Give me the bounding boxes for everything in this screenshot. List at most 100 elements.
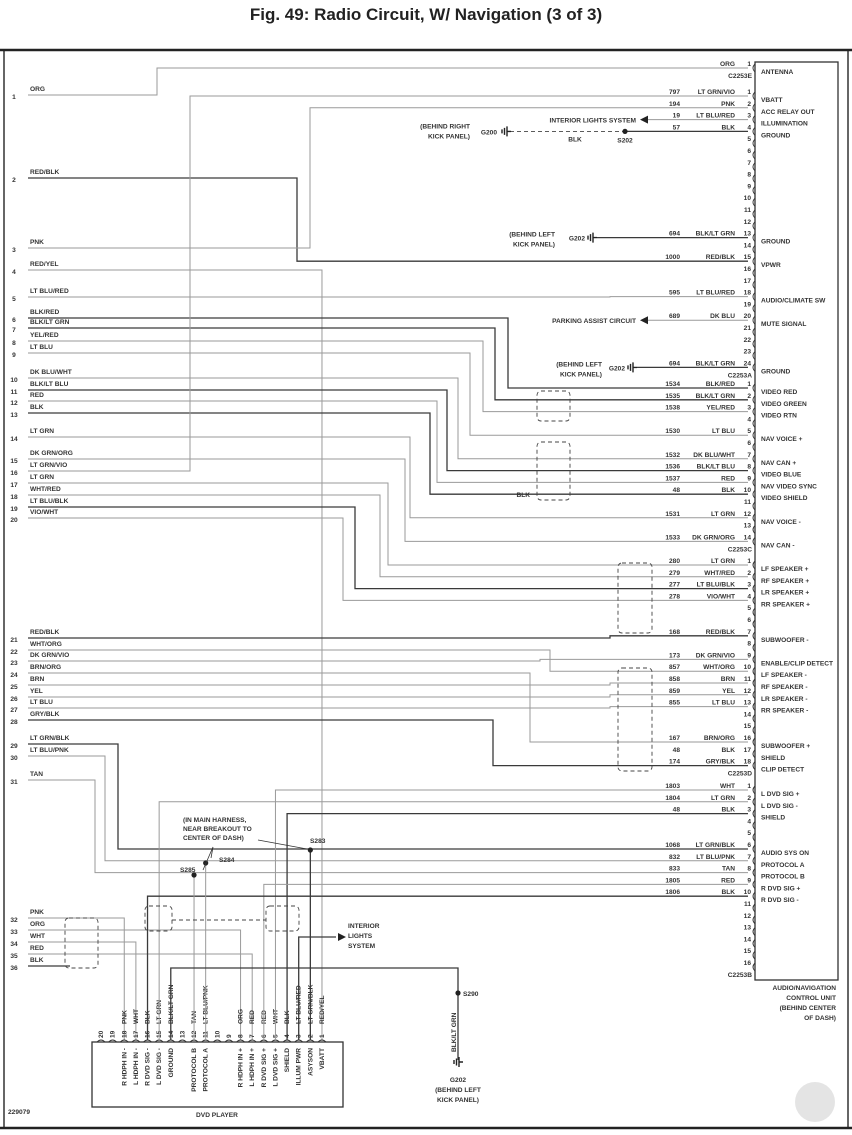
- wire-color: LT BLU/BLK: [697, 582, 736, 589]
- pin-terminal-icon: [752, 868, 756, 877]
- wire-number: 28: [10, 719, 18, 726]
- pin-terminal-icon: [752, 631, 756, 641]
- pin-terminal-icon: [752, 832, 756, 842]
- wire-number: 3: [12, 247, 16, 254]
- wire-number: 33: [10, 929, 18, 936]
- wire-color-label: GRY/BLK: [30, 711, 60, 718]
- pin-number: 10: [744, 664, 752, 671]
- wire-color-label: BLK: [30, 957, 44, 964]
- dvd-pin-terminal-icon: [236, 1039, 245, 1043]
- wire-color-label: DK GRN/ORG: [30, 450, 73, 457]
- arrow-label: INTERIOR: [348, 923, 380, 930]
- pin-terminal-icon: [752, 950, 756, 960]
- pin-number: 16: [744, 266, 752, 273]
- pin-number: 8: [747, 866, 751, 873]
- pin-number: 1: [747, 89, 751, 96]
- pin-terminal-icon: [752, 737, 756, 747]
- pin-terminal-icon: [752, 856, 756, 866]
- pin-number: 13: [744, 523, 752, 530]
- pin-terminal-icon: [752, 513, 756, 523]
- pin-function: ILLUMINATION: [761, 121, 808, 128]
- wire-number: 16: [10, 470, 18, 477]
- pin-number: 12: [744, 511, 752, 518]
- wire-color: BLK/LT GRN: [696, 393, 736, 400]
- watermark-logo: [795, 1082, 835, 1122]
- wire-4: [28, 269, 323, 1040]
- pin-terminal-icon: [752, 256, 756, 266]
- wire-color: WHT/ORG: [703, 664, 735, 671]
- wire-color: WHT/RED: [704, 570, 735, 577]
- wire-color: RED/BLK: [706, 629, 736, 636]
- wire-35: [28, 953, 253, 1040]
- pin-terminal-icon: [752, 454, 756, 464]
- pin-function: SHIELD: [761, 755, 785, 762]
- wire-19: [28, 506, 748, 590]
- pin-number: 5: [747, 136, 751, 143]
- pin-number: 20: [744, 313, 752, 320]
- ground-g202-icon: [453, 1057, 463, 1067]
- dvd-player-box: [91, 1041, 344, 1108]
- pin-number: 9: [747, 652, 751, 659]
- pin-number: 10: [744, 487, 752, 494]
- wire-23: [28, 658, 748, 662]
- circuit-number: 1538: [665, 405, 680, 412]
- wire-color: BRN: [721, 676, 736, 683]
- pin-function: AUDIO SYS ON: [761, 850, 809, 857]
- note-label: NEAR BREAKOUT TO: [183, 826, 252, 833]
- wire-number: 22: [10, 649, 18, 656]
- circuit-number: 1068: [665, 842, 680, 849]
- wire-color-label: RED: [30, 945, 44, 952]
- wire-31: [28, 779, 748, 874]
- pin-number: 23: [744, 349, 752, 356]
- control-unit-box: [754, 61, 839, 981]
- wire-color: LT BLU/PNK: [696, 854, 735, 861]
- pin-number: 3: [747, 113, 751, 120]
- wire-number: 26: [10, 696, 18, 703]
- pin-function: GROUND: [761, 132, 791, 139]
- pin-terminal-icon: [752, 91, 756, 101]
- dvd-pin-terminal-icon: [224, 1039, 234, 1043]
- pin-function: RR SPEAKER -: [761, 708, 808, 715]
- dvd-wire-5: [274, 789, 748, 1040]
- pin-function: SUBWOOFER -: [761, 637, 809, 644]
- pin-number: 3: [747, 582, 751, 589]
- pin-terminal-icon: [752, 572, 756, 582]
- wire-3: [28, 107, 748, 249]
- pin-number: 4: [747, 416, 751, 423]
- splice-label: S284: [219, 857, 235, 864]
- pin-terminal-icon: [752, 785, 756, 795]
- pin-terminal-icon: [752, 115, 756, 124]
- pin-number: 9: [747, 877, 751, 884]
- circuit-number: 832: [669, 854, 680, 861]
- pin-number: 2: [747, 101, 751, 108]
- splice-s290: [455, 990, 461, 996]
- wire-number: 15: [10, 458, 18, 465]
- pin-function: NAV CAN +: [761, 460, 796, 467]
- pin-terminal-icon: [752, 690, 756, 700]
- splice-s202: [622, 128, 628, 134]
- wire-color: LT BLU/RED: [696, 290, 735, 297]
- dvd-wire-4: [286, 812, 748, 1040]
- pin-function: LF SPEAKER -: [761, 672, 807, 679]
- pin-terminal-icon: [752, 162, 756, 172]
- pin-terminal-icon: [752, 304, 756, 313]
- wire-number: 19: [10, 506, 18, 513]
- wire-color: ORG: [720, 61, 735, 68]
- wire-number: 6: [12, 317, 16, 324]
- pin-function: RR SPEAKER +: [761, 601, 810, 608]
- note-label: CENTER OF DASH): [183, 835, 244, 842]
- pin-terminal-icon: [752, 315, 756, 325]
- circuit-number: 279: [669, 570, 680, 577]
- dvd-pin-function: ASYSON: [307, 1048, 314, 1076]
- pin-number: 24: [744, 360, 752, 367]
- wire-color: BLK/LT GRN: [696, 360, 736, 367]
- shield-icon: [64, 917, 99, 969]
- splice-s285: [191, 872, 197, 878]
- pin-number: 7: [747, 629, 751, 636]
- circuit-number: 1534: [665, 381, 680, 388]
- pin-number: 9: [747, 475, 751, 482]
- wire-33: [28, 929, 242, 1040]
- pin-terminal-icon: [752, 560, 756, 570]
- dvd-player-label: DVD PLAYER: [196, 1112, 238, 1119]
